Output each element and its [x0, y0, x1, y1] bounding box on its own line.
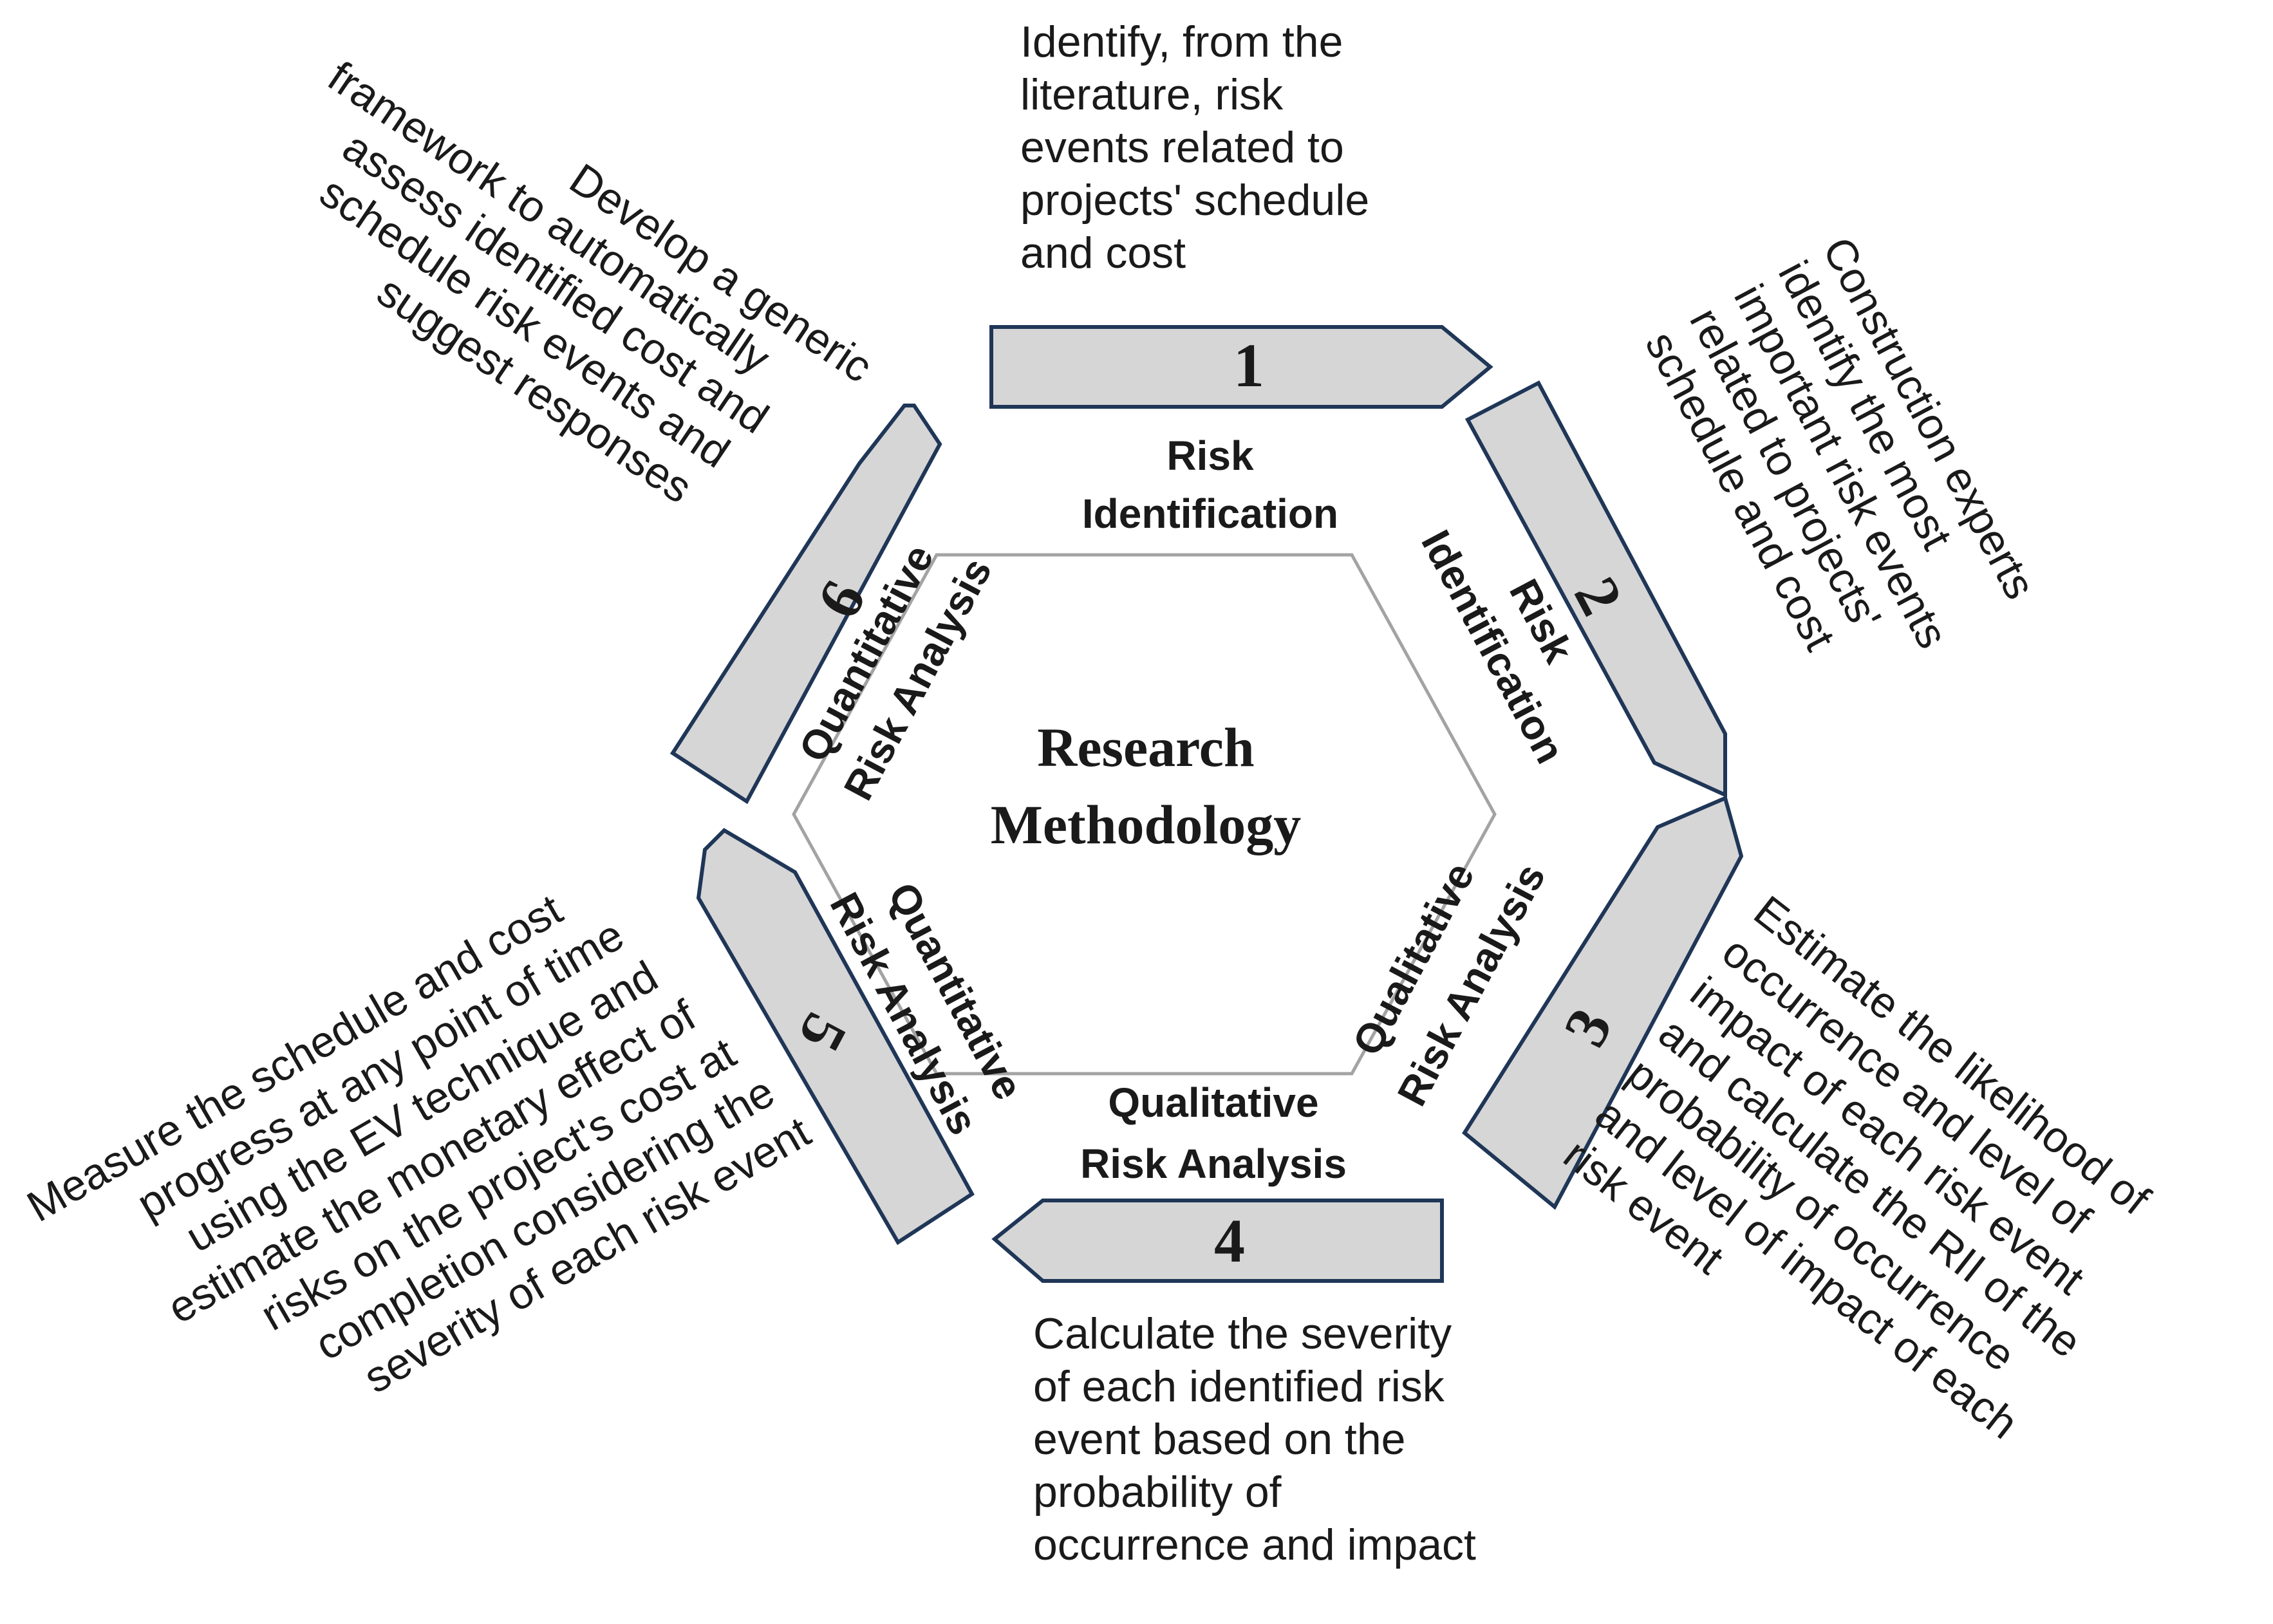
step-4-phase-line2: Risk Analysis	[1080, 1141, 1347, 1187]
step-4-description: Calculate the severity of each identifie…	[1033, 1309, 1476, 1569]
step-6-arrow	[669, 404, 942, 805]
center-title-line1: Research	[1037, 716, 1255, 778]
step-1-arrow	[989, 325, 1493, 409]
step-1-number: 1	[1233, 331, 1264, 400]
center-title-line2: Methodology	[991, 794, 1302, 855]
step-4-phase-line1: Qualitative	[1108, 1079, 1318, 1126]
step-3-description: Estimate the likelihood of occurrence an…	[1555, 886, 2195, 1497]
step-2-description: Construction experts identify the most i…	[1636, 229, 2052, 714]
center-hexagon	[792, 553, 1497, 1076]
step-3-arrow	[1462, 795, 1744, 1210]
step-2: 2 Risk Identification Construction exper…	[1412, 229, 2052, 798]
step-1-description: Identify, from the literature, risk even…	[1020, 17, 1381, 277]
step-4-arrow	[991, 1199, 1444, 1283]
step-2-arrow	[1464, 380, 1727, 798]
step-3: 3 Qualitative Risk Analysis Estimate the…	[1343, 795, 2195, 1497]
step-6-description: Develop a generic framework to automatic…	[236, 10, 892, 565]
step-1-phase-line1: Risk	[1166, 433, 1254, 479]
step-4: 4 Qualitative Risk Analysis Calculate th…	[991, 1079, 1476, 1569]
step-4-number: 4	[1214, 1206, 1245, 1275]
step-5: 5 Quantitative Risk Analysis Measure the…	[19, 828, 1032, 1506]
step-1-phase-line2: Identification	[1082, 490, 1338, 537]
step-1: 1 Risk Identification Identify, from the…	[989, 17, 1493, 537]
step-5-description: Measure the schedule and cost progress a…	[19, 832, 819, 1506]
step-5-arrow	[696, 828, 975, 1246]
